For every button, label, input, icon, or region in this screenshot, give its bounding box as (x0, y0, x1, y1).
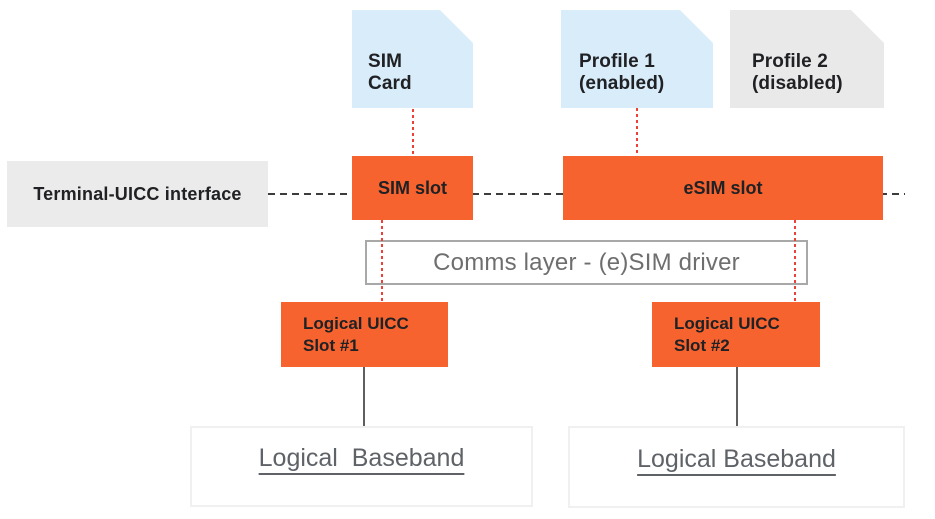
profile2-label-line2: (disabled) (752, 73, 843, 94)
baseband2-label: Logical Baseband (637, 444, 836, 473)
logical-uicc-slot1-box: Logical UICC Slot #1 (281, 302, 448, 367)
dotted-connector-sim-slot-to-uicc-slot1 (381, 220, 383, 302)
terminal-uicc-interface-box: Terminal-UICC interface (7, 161, 268, 227)
uicc-slot1-label-line1: Logical UICC (303, 313, 409, 333)
esim-slot-label: eSIM slot (683, 177, 763, 198)
profile1-label-line2: (enabled) (579, 73, 665, 94)
profile1-label-line1: Profile 1 (579, 51, 655, 72)
logical-baseband2-box: Logical Baseband (568, 426, 905, 508)
dotted-connector-esim-slot-to-uicc-slot2 (794, 220, 796, 302)
sim-slot-box: SIM slot (352, 156, 473, 220)
dotted-connector-sim-card-to-sim-slot (412, 109, 414, 156)
comms-layer-box: Comms layer - (e)SIM driver (365, 240, 808, 285)
sim-card-label-line1: SIM (368, 51, 403, 72)
logical-baseband1-box: Logical Baseband (190, 426, 533, 507)
sim-card-box: SIM Card (352, 10, 473, 108)
sim-card-label-line2: Card (368, 73, 412, 94)
uicc-slot2-label-line2: Slot #2 (674, 335, 730, 355)
dotted-connector-profile1-to-esim-slot (636, 108, 638, 156)
logical-uicc-slot2-box: Logical UICC Slot #2 (652, 302, 820, 367)
profile2-label-line1: Profile 2 (752, 51, 828, 72)
profile2-disabled-box: Profile 2 (disabled) (730, 10, 884, 108)
baseband1-label: Logical Baseband (258, 444, 465, 472)
esim-slot-box: eSIM slot (563, 156, 883, 220)
connector-uicc-slot2-to-baseband2 (736, 367, 738, 426)
comms-layer-label: Comms layer - (e)SIM driver (433, 248, 740, 276)
terminal-uicc-interface-label: Terminal-UICC interface (33, 183, 242, 204)
uicc-slot2-label-line1: Logical UICC (674, 313, 780, 333)
sim-slot-label: SIM slot (377, 177, 447, 198)
connector-uicc-slot1-to-baseband1 (363, 367, 365, 426)
uicc-slot1-label-line2: Slot #1 (303, 335, 359, 355)
profile1-enabled-box: Profile 1 (enabled) (561, 10, 713, 108)
